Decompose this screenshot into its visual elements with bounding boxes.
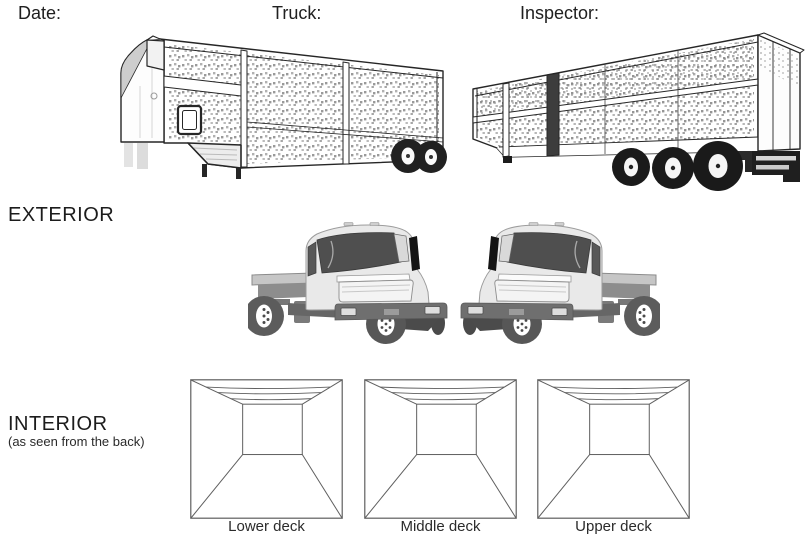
date-label: Date:: [18, 3, 62, 23]
upper-deck-label: Upper deck: [575, 518, 652, 535]
interior-section-sublabel: (as seen from the back): [8, 434, 145, 449]
upper-deck-diagram: [537, 379, 690, 519]
exterior-section-label: EXTERIOR: [8, 204, 115, 226]
interior-section-label: INTERIOR: [8, 413, 108, 435]
trailer-left-illustration: [119, 34, 449, 181]
trailer-right-illustration: [472, 32, 805, 192]
middle-deck-diagram: [364, 379, 517, 519]
lower-deck-label: Lower deck: [228, 518, 305, 535]
truck-cab-right-illustration: [460, 221, 660, 344]
middle-deck-label: Middle deck: [400, 518, 481, 535]
truck-label: Truck:: [272, 3, 322, 23]
inspector-label: Inspector:: [520, 3, 600, 23]
truck-cab-left-illustration: [248, 221, 448, 344]
lower-deck-diagram: [190, 379, 343, 519]
